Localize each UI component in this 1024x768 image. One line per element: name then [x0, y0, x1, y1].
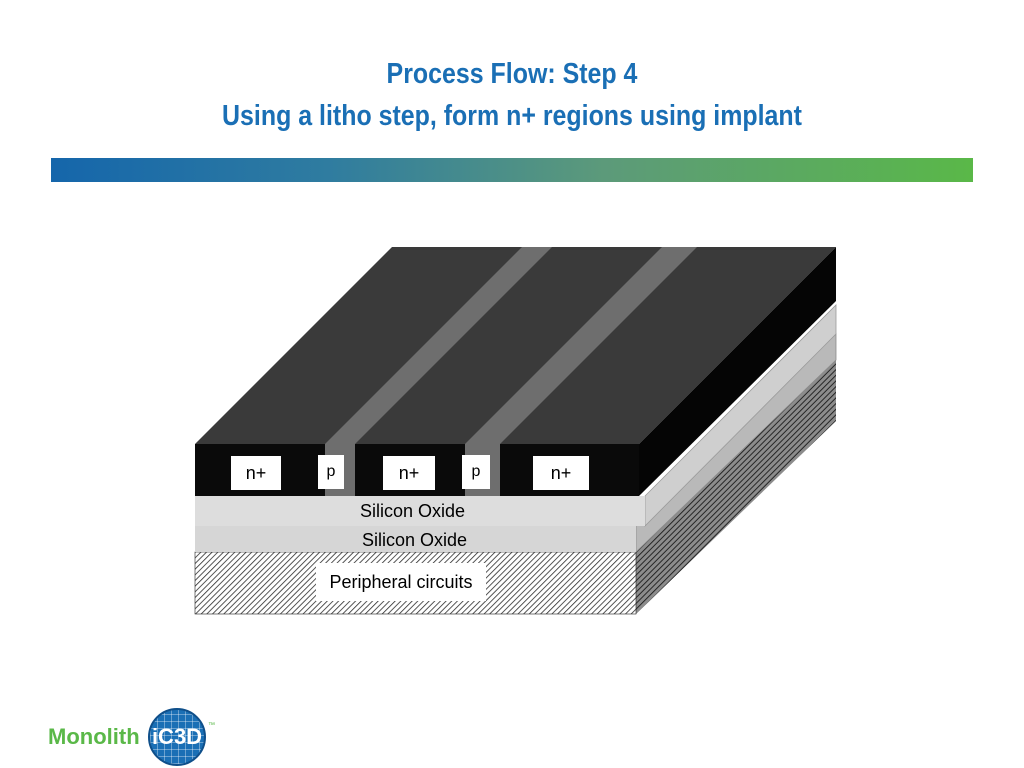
- region-label-p-2: p: [462, 455, 490, 489]
- layer-label-oxide-top: Silicon Oxide: [360, 501, 466, 521]
- region-label-n-plus-3: n+: [533, 456, 589, 490]
- region-label-n-plus-2: n+: [383, 456, 435, 490]
- silicon-top-face: [195, 247, 836, 444]
- logo-wordmark: Monolith: [48, 724, 140, 749]
- layer-label-oxide-bottom: Silicon Oxide: [362, 530, 468, 550]
- logo-trademark: ™: [208, 722, 215, 729]
- oxide-bottom-front-face: [195, 526, 636, 552]
- region-label-p-1: p: [318, 455, 344, 489]
- oxide-top-front-face: [195, 496, 645, 526]
- layer-label-peripheral: Peripheral circuits: [316, 563, 486, 601]
- region-label-n-plus-1: n+: [231, 456, 281, 490]
- logo-ic3d-badge-icon: iC3D: [148, 708, 206, 766]
- peripheral-side-face: [636, 360, 836, 614]
- slide-title-line-1: Process Flow: Step 4: [386, 58, 638, 90]
- silicon-side-face: [639, 247, 836, 496]
- p-stripe-2-top: [465, 247, 697, 444]
- p-stripe-1-top: [325, 247, 552, 444]
- title-gradient-bar: [51, 158, 973, 182]
- slide-title-line-2: Using a litho step, form n+ regions usin…: [222, 100, 802, 132]
- monolith-logo: Monolith iC3D ™: [48, 708, 228, 768]
